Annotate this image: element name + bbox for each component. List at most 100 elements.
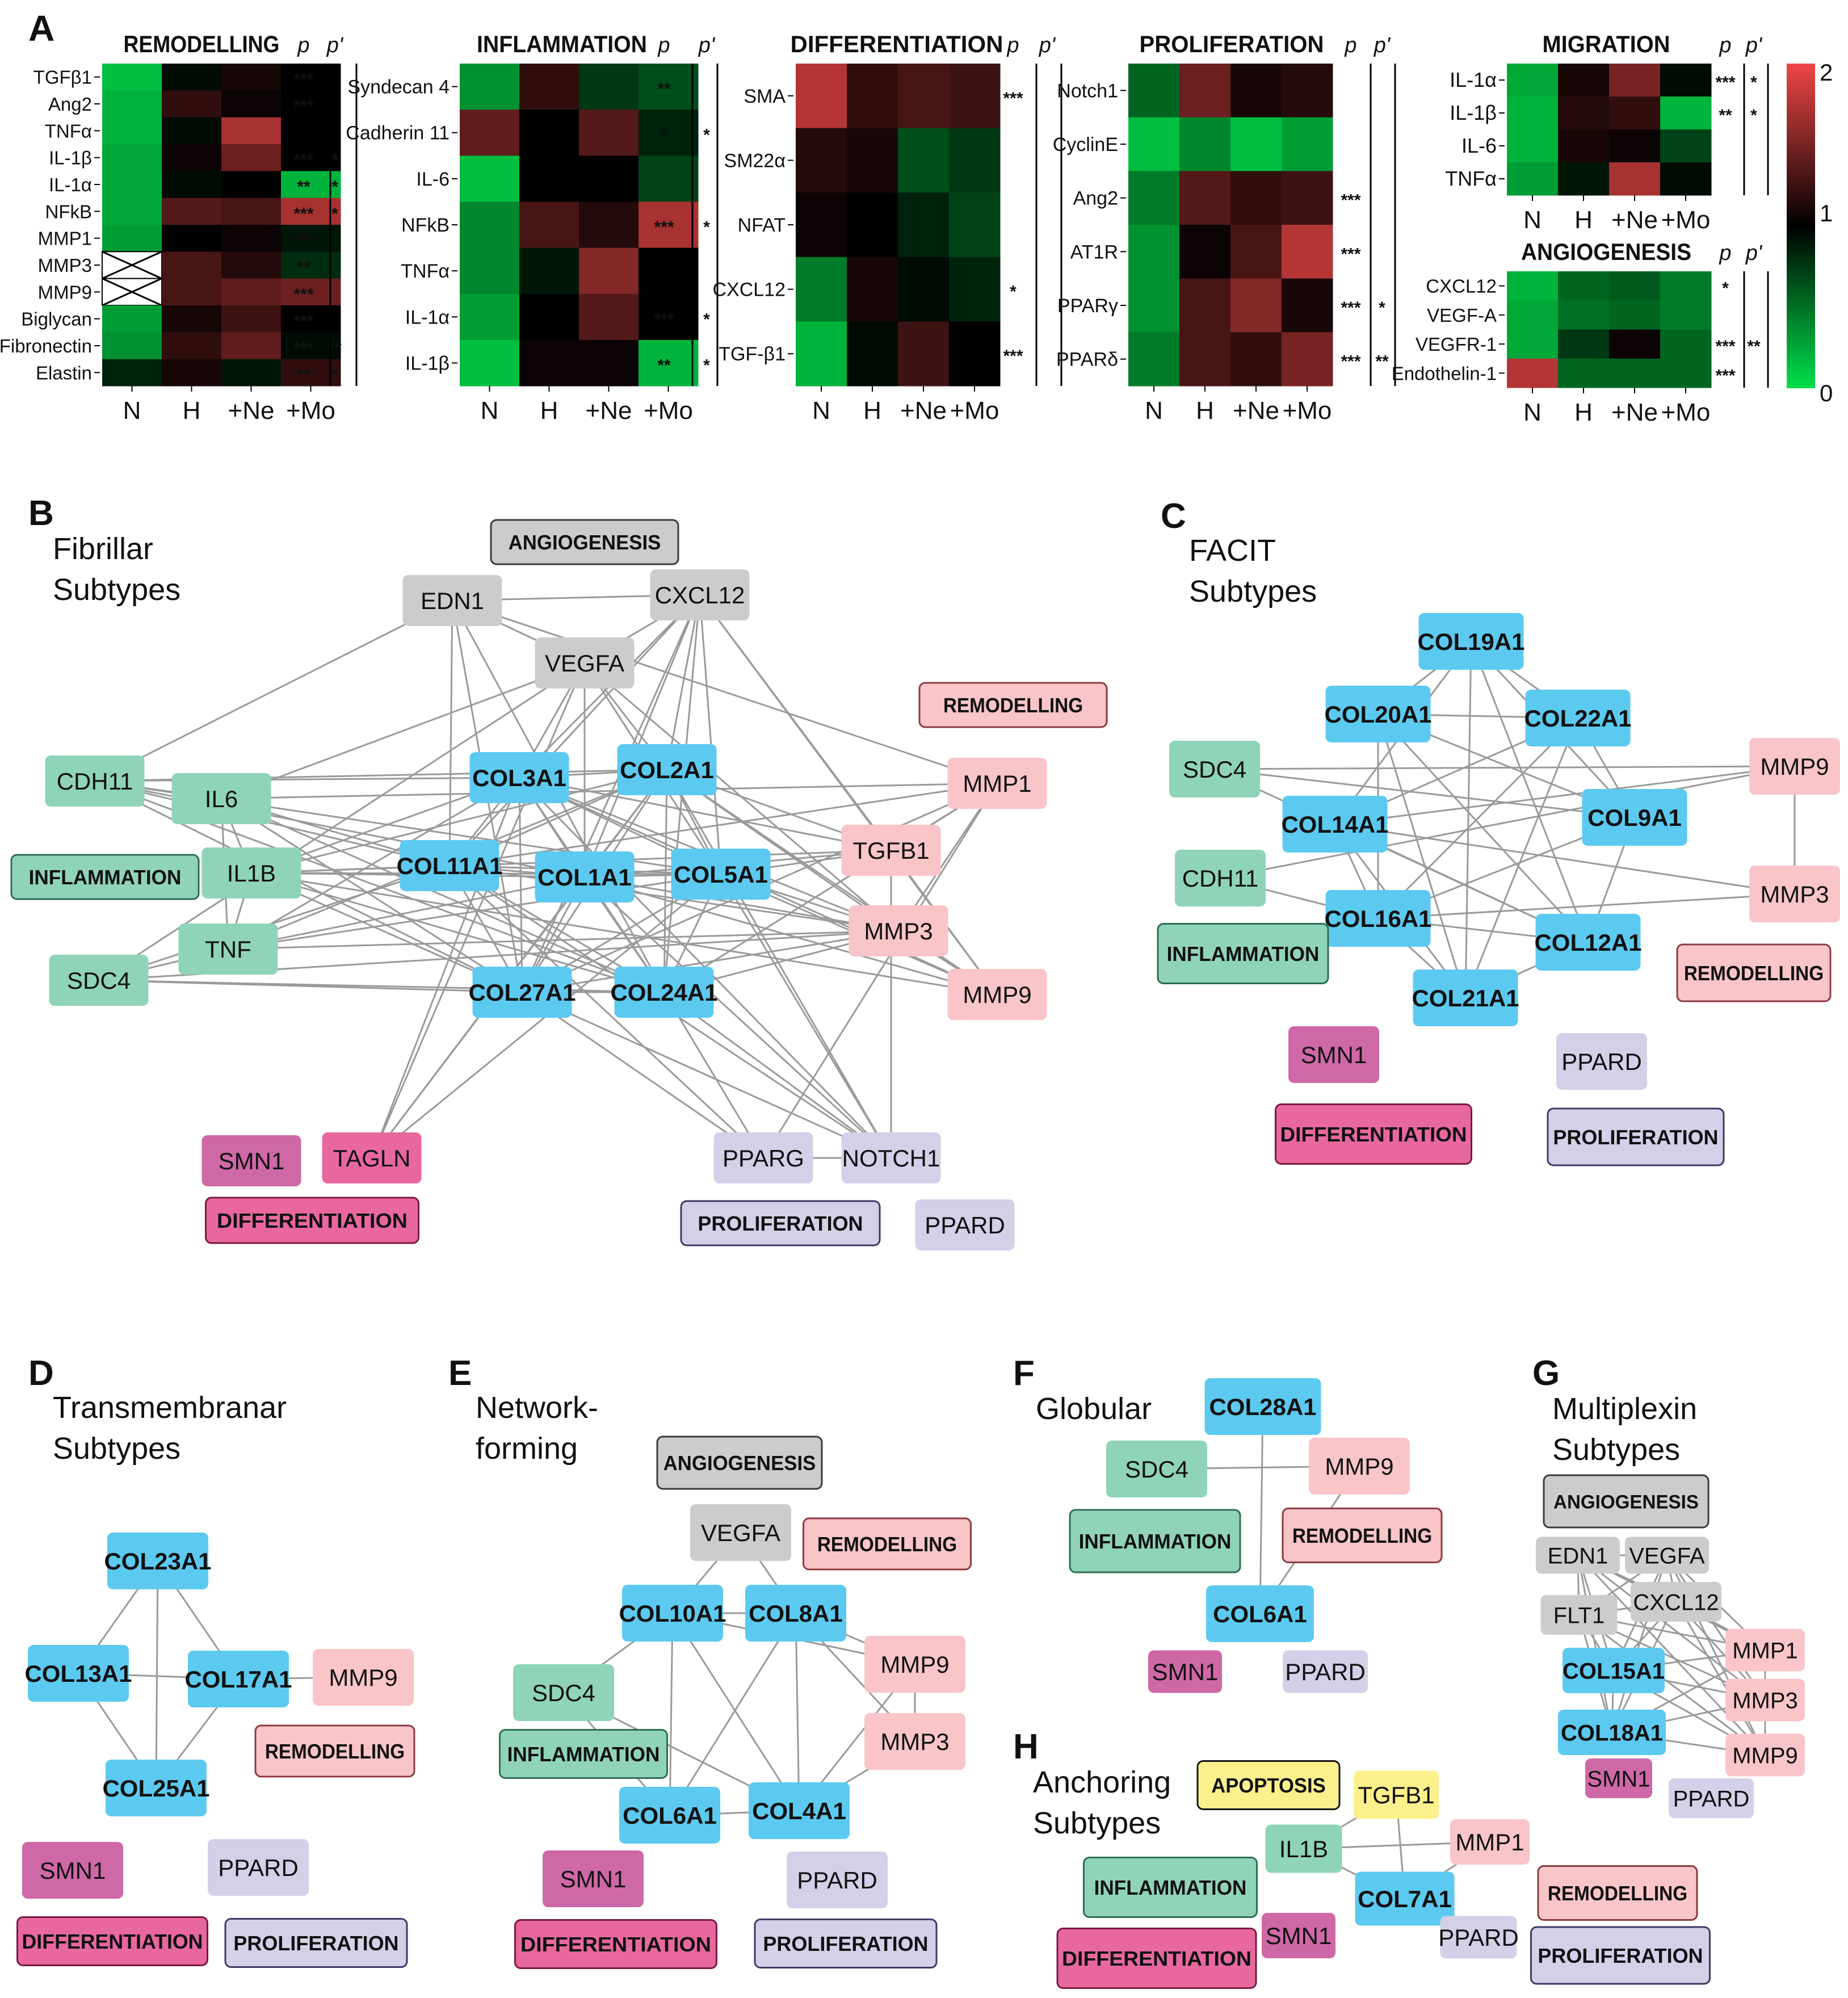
row-label: AT1R bbox=[1070, 241, 1118, 263]
heatmap-title: MIGRATION bbox=[1543, 31, 1670, 57]
node-box bbox=[1582, 789, 1687, 846]
p-prime-value: ** bbox=[1375, 352, 1389, 371]
node-flt1: FLT1 bbox=[1540, 1595, 1618, 1635]
node-label: SMN1 bbox=[40, 1857, 106, 1884]
heat-cell bbox=[1507, 271, 1559, 301]
node-box bbox=[208, 1839, 309, 1896]
node-mmp9: MMP9 bbox=[313, 1649, 414, 1706]
heat-cell bbox=[1609, 329, 1661, 359]
heat-cell bbox=[1609, 358, 1661, 388]
node-col3a1: COL3A1 bbox=[469, 752, 569, 803]
heat-cell bbox=[1179, 64, 1231, 118]
node-label: ANGIOGENESIS bbox=[1553, 1491, 1699, 1513]
node-inflammation: INFLAMMATION bbox=[1157, 923, 1329, 984]
node-vegfa: VEGFA bbox=[690, 1504, 791, 1561]
heat-cell bbox=[639, 293, 699, 341]
heat-cell bbox=[102, 117, 162, 145]
node-smn1: SMN1 bbox=[543, 1850, 644, 1907]
node-label: SMN1 bbox=[1301, 1042, 1367, 1068]
condition-label: +Ne bbox=[1233, 397, 1279, 425]
node-col12a1: COL12A1 bbox=[1534, 914, 1642, 971]
heat-cell bbox=[1128, 278, 1180, 333]
node-box bbox=[1525, 690, 1631, 746]
heat-cell bbox=[1558, 271, 1610, 301]
node-box bbox=[915, 1199, 1015, 1250]
heat-cell bbox=[162, 117, 222, 145]
heat-cell bbox=[949, 257, 1001, 322]
heat-cell bbox=[221, 225, 282, 252]
heat-cell bbox=[221, 332, 282, 360]
node-label: COL15A1 bbox=[1563, 1659, 1665, 1684]
row-label: VEGF-A bbox=[1427, 305, 1497, 326]
panel-title: Fibrillar bbox=[53, 532, 153, 566]
node-mmp3: MMP3 bbox=[864, 1713, 965, 1770]
heat-cell bbox=[1609, 129, 1661, 163]
node-box bbox=[1536, 1537, 1620, 1574]
node-inflammation: INFLAMMATION bbox=[10, 854, 200, 900]
node-box bbox=[402, 575, 502, 626]
node-box bbox=[1355, 1871, 1455, 1926]
panel-subtitle: Subtypes bbox=[53, 1432, 180, 1466]
heat-cell bbox=[460, 247, 520, 295]
node-box bbox=[713, 1132, 813, 1183]
edge bbox=[221, 797, 665, 993]
heat-cell bbox=[1609, 64, 1661, 97]
edge bbox=[1220, 765, 1795, 879]
edge bbox=[1334, 765, 1795, 825]
edge bbox=[221, 782, 998, 800]
heat-cell bbox=[1507, 300, 1559, 330]
heat-cell bbox=[102, 90, 162, 118]
p-value: *** bbox=[293, 151, 313, 170]
row-label: CXCL12 bbox=[712, 279, 786, 301]
heatmap-title: ANGIOGENESIS bbox=[1521, 238, 1691, 265]
heat-cell bbox=[519, 156, 579, 202]
node-il1b: IL1B bbox=[1265, 1824, 1342, 1873]
node-label: EDN1 bbox=[1548, 1543, 1608, 1568]
heat-cell bbox=[221, 64, 282, 91]
heatmap-title: REMODELLING bbox=[124, 31, 280, 57]
node-box bbox=[1556, 1033, 1647, 1090]
edge bbox=[663, 992, 765, 1158]
edge bbox=[228, 776, 520, 950]
node-box bbox=[1169, 741, 1260, 797]
heat-cell bbox=[579, 64, 639, 110]
node-label: FLT1 bbox=[1553, 1603, 1605, 1628]
node-box bbox=[1175, 850, 1266, 906]
panel-title: Globular bbox=[1036, 1392, 1152, 1426]
node-label: CDH11 bbox=[57, 768, 133, 795]
node-il1b: IL1B bbox=[201, 847, 301, 899]
row-label: NFkB bbox=[401, 215, 450, 236]
condition-label: +Mo bbox=[950, 397, 999, 425]
node-mmp3: MMP3 bbox=[1725, 1678, 1805, 1722]
node-box bbox=[1450, 1819, 1530, 1865]
node-smn1: SMN1 bbox=[1262, 1913, 1335, 1958]
heat-cell bbox=[102, 225, 162, 252]
node-box bbox=[107, 1533, 208, 1589]
node-col13a1: COL13A1 bbox=[24, 1645, 132, 1702]
node-box bbox=[671, 849, 771, 900]
row-label: IL-1β bbox=[1450, 101, 1497, 124]
node-label: COL6A1 bbox=[623, 1802, 717, 1829]
node-label: PPARD bbox=[797, 1867, 877, 1894]
heat-cell bbox=[1660, 300, 1712, 330]
node-label: SMN1 bbox=[219, 1148, 285, 1174]
node-label: INFLAMMATION bbox=[1167, 942, 1320, 966]
heat-cell bbox=[1282, 225, 1333, 279]
node-angiogenesis: ANGIOGENESIS bbox=[490, 519, 679, 565]
node-label: REMODELLING bbox=[1548, 1882, 1687, 1905]
panel-subtitle: Subtypes bbox=[1033, 1806, 1161, 1840]
edge bbox=[522, 930, 899, 993]
row-label: TGF-β1 bbox=[719, 343, 786, 365]
edge bbox=[1377, 893, 1795, 920]
edge bbox=[251, 769, 667, 874]
node-label: COL28A1 bbox=[1209, 1393, 1316, 1420]
node-col25a1: COL25A1 bbox=[102, 1760, 210, 1816]
node-label: PROLIFERATION bbox=[1553, 1126, 1718, 1149]
node-box bbox=[841, 825, 941, 876]
p-value: *** bbox=[1715, 366, 1735, 385]
heat-cell bbox=[162, 144, 222, 171]
p-value: *** bbox=[293, 204, 313, 223]
condition-label: H bbox=[1574, 398, 1593, 426]
